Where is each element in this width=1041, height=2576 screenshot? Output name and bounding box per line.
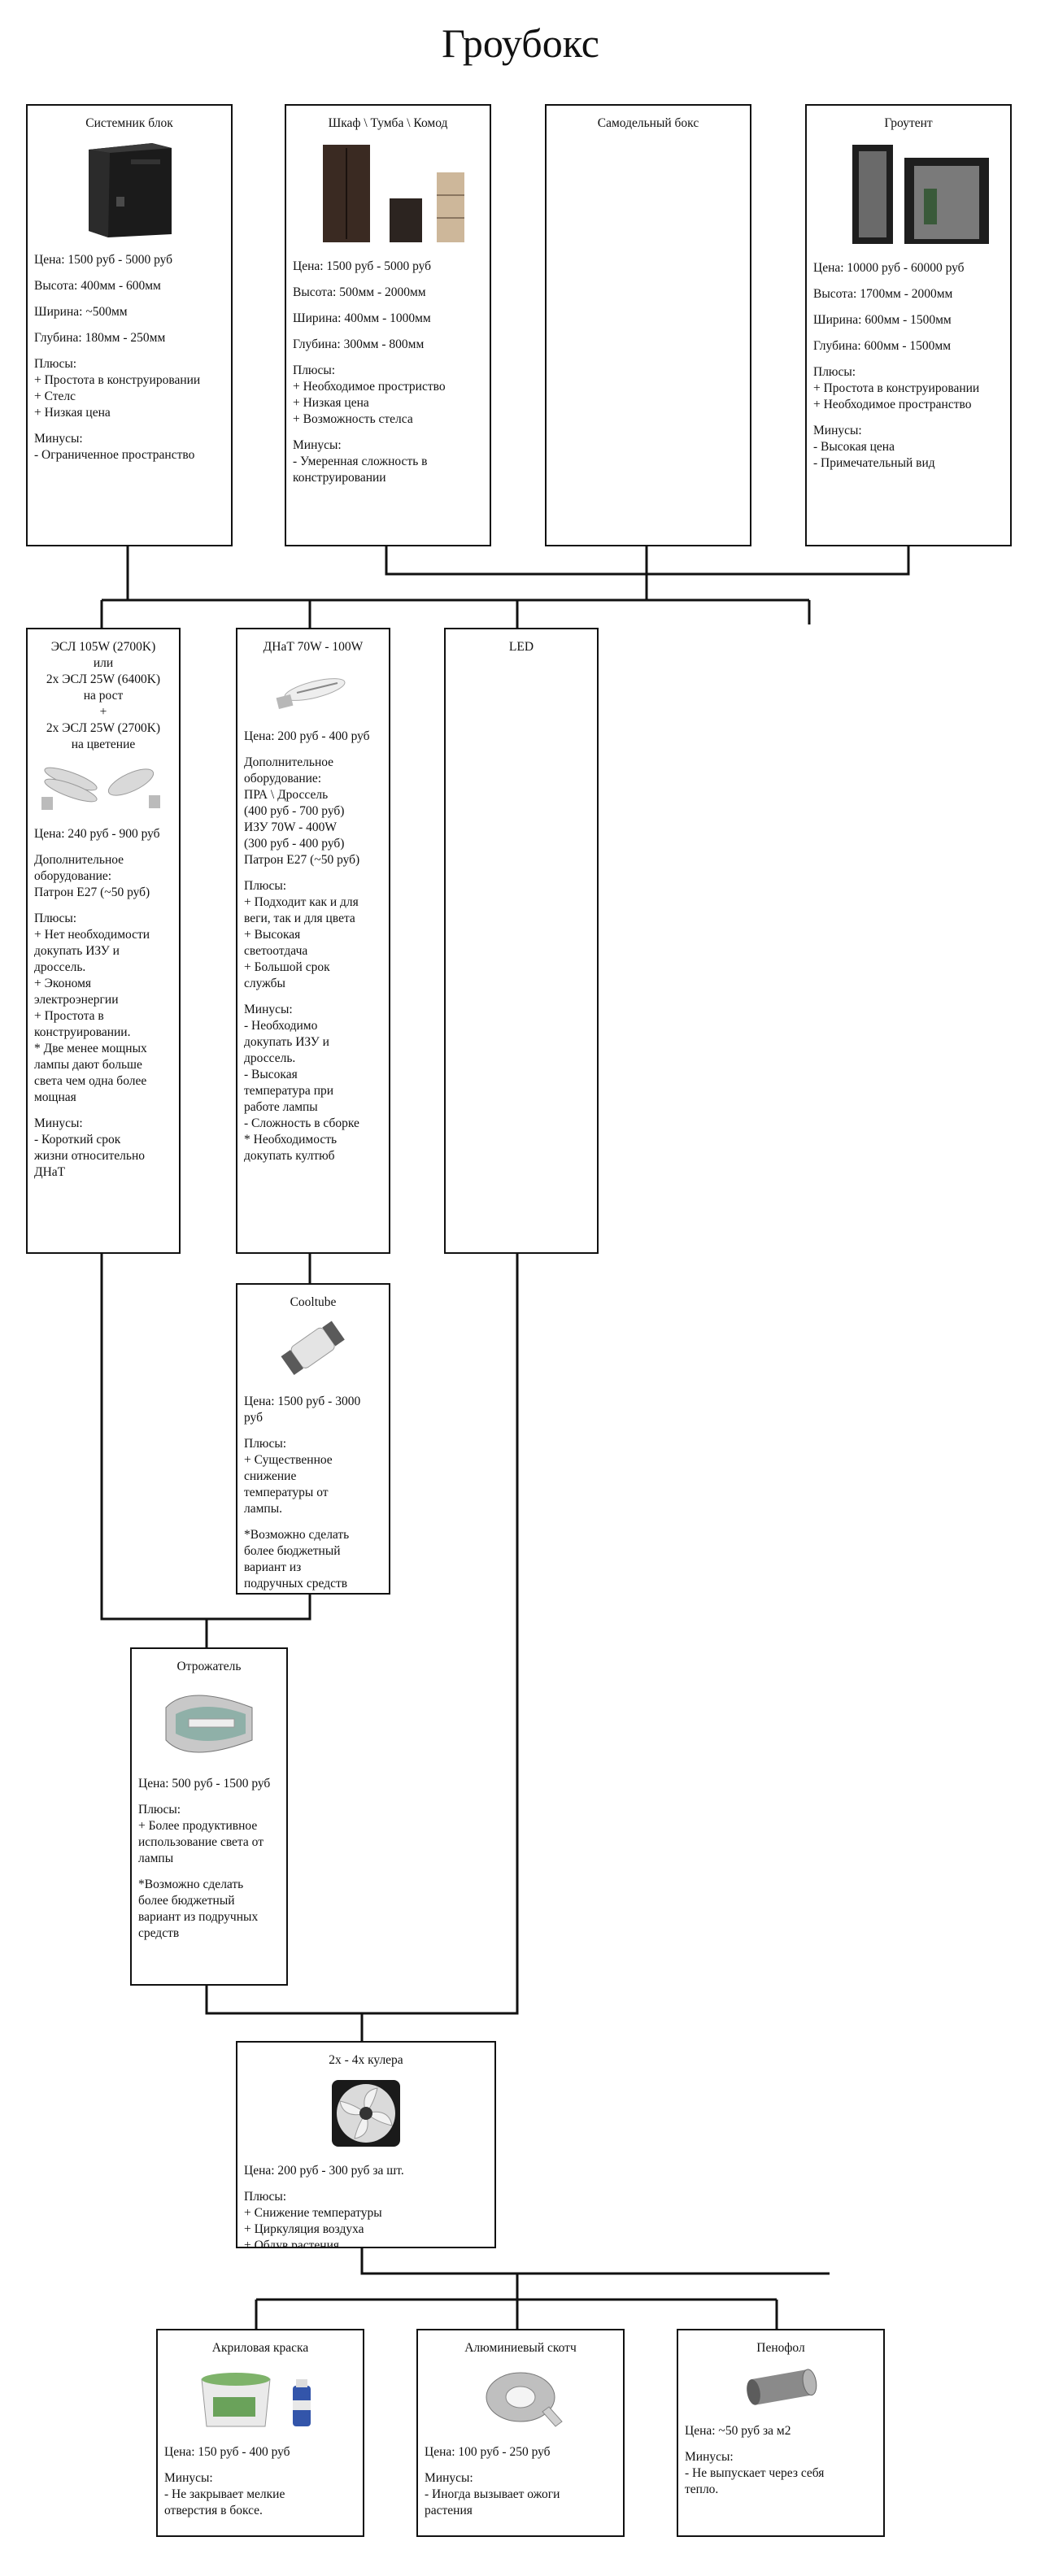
pros-text: Плюсы: + Более продуктивное использовани… — [138, 1803, 264, 1865]
cabinet-icon — [323, 145, 464, 242]
lamp-box-esl: ЭСЛ 105W (2700K) или 2x ЭСЛ 25W (6400K) … — [26, 628, 181, 1254]
pros-text: Плюсы: + Нет необходимости докупать ИЗУ … — [34, 912, 150, 1104]
cons-text: Минусы: - Необходимо докупать ИЗУ и дрос… — [244, 1003, 359, 1163]
box-title: Cooltube — [290, 1295, 337, 1309]
price-text: Цена: 500 руб - 1500 руб — [138, 1777, 271, 1791]
cons-text: Минусы: - Ограниченное пространство — [34, 432, 195, 462]
esl-lamp-icon — [41, 767, 160, 810]
pros-text: Плюсы: + Простота в конструировании + Ст… — [34, 357, 201, 420]
pros-text: Плюсы: + Существенное снижение температу… — [244, 1437, 333, 1516]
coating-box-aluminum-tape: Алюминиевый скотч Цена: 100 руб - 250 ру… — [416, 2329, 625, 2537]
price-text: Цена: ~50 руб за м2 — [685, 2424, 791, 2438]
box-title: Шкаф \ Тумба \ Комод — [328, 116, 448, 130]
cons-text: Минусы: - Умеренная сложность в конструи… — [293, 438, 428, 485]
grow-tent-icon — [852, 145, 989, 244]
width-text: Ширина: ~500мм — [34, 305, 128, 319]
width-text: Ширина: 600мм - 1500мм — [813, 313, 952, 327]
box-title: LED — [508, 640, 534, 654]
hps-lamp-icon — [276, 678, 346, 709]
height-text: Высота: 1700мм - 2000мм — [813, 287, 953, 301]
price-text: Цена: 200 руб - 300 руб за шт. — [244, 2164, 404, 2178]
aluminum-tape-icon — [486, 2372, 563, 2427]
pros-text: Плюсы: + Подходит как и для веги, так и … — [244, 879, 359, 990]
case-box-cabinet: Шкаф \ Тумба \ Комод Цена: 1500 руб - 50… — [285, 104, 491, 546]
price-text: Цена: 1500 руб - 5000 руб — [293, 259, 432, 273]
box-title: Акриловая краска — [211, 2341, 309, 2355]
height-text: Высота: 400мм - 600мм — [34, 279, 161, 293]
cons-text: Минусы: - Не закрывает мелкие отверстия … — [164, 2471, 285, 2517]
depth-text: Глубина: 300мм - 800мм — [293, 337, 425, 351]
depth-text: Глубина: 600мм - 1500мм — [813, 339, 952, 353]
box-title: 2x - 4x кулера — [329, 2053, 403, 2067]
cons-text: Минусы: - Высокая цена - Примечательный … — [813, 424, 935, 470]
case-box-diy: Самодельный бокс — [545, 104, 751, 546]
box-title: Алюминиевый скотч — [464, 2341, 577, 2355]
box-title: Системник блок — [85, 116, 173, 130]
case-box-pc: Системник блок Цена: 1500 руб - 5000 руб… — [26, 104, 233, 546]
note-text: *Возможно сделать более бюджетный вариан… — [244, 1528, 350, 1590]
fans-box: 2x - 4x кулера Цена: 200 руб - 300 руб з… — [236, 2041, 496, 2248]
extra-equipment-text: Дополнительное оборудование: Патрон E27 … — [34, 853, 150, 899]
fan-icon — [332, 2080, 400, 2147]
cons-text: Минусы: - Иногда вызывает ожоги растения — [425, 2471, 560, 2517]
cooltube-icon — [281, 1321, 345, 1376]
penofol-roll-icon — [747, 2369, 817, 2405]
box-title: Отрожатель — [176, 1660, 242, 1673]
depth-text: Глубина: 180мм - 250мм — [34, 331, 166, 345]
coating-box-penofol: Пенофол Цена: ~50 руб за м2 Минусы: - Не… — [677, 2329, 885, 2537]
price-text: Цена: 150 руб - 400 руб — [164, 2445, 290, 2459]
cooltube-box: Cooltube Цена: 1500 руб - 3000 руб Плюсы… — [236, 1283, 390, 1595]
box-title: Пенофол — [756, 2341, 805, 2355]
cons-text: Минусы: - Короткий срок жизни относитель… — [34, 1116, 146, 1179]
price-text: Цена: 10000 руб - 60000 руб — [813, 261, 965, 275]
paint-bucket-icon — [201, 2373, 311, 2427]
price-text: Цена: 200 руб - 400 руб — [244, 729, 370, 743]
pros-text: Плюсы: + Снижение температуры + Циркуляц… — [244, 2190, 382, 2248]
box-title: Самодельный бокс — [597, 116, 699, 130]
page-title: Гроубокс — [442, 20, 599, 66]
reflector-box: Отрожатель Цена: 500 руб - 1500 руб Плюс… — [130, 1647, 288, 1986]
case-box-grow-tent: Гроутент Цена: 10000 руб - 60000 руб Выс… — [805, 104, 1012, 546]
lamp-box-led: LED — [444, 628, 599, 1254]
box-title: ДНаТ 70W - 100W — [263, 640, 364, 654]
height-text: Высота: 500мм - 2000мм — [293, 285, 426, 299]
pros-text: Плюсы: + Необходимое простриство + Низка… — [293, 363, 446, 426]
note-text: *Возможно сделать более бюджетный вариан… — [138, 1878, 259, 1940]
width-text: Ширина: 400мм - 1000мм — [293, 311, 431, 325]
coating-box-acrylic-paint: Акриловая краска Цена: 150 руб - 400 руб… — [156, 2329, 364, 2537]
price-text: Цена: 1500 руб - 3000 руб — [244, 1395, 361, 1425]
extra-equipment-text: Дополнительное оборудование: ПРА \ Дросс… — [244, 755, 360, 867]
lamp-box-hps: ДНаТ 70W - 100W Цена: 200 руб - 400 руб … — [236, 628, 390, 1254]
box-title: ЭСЛ 105W (2700K) или 2x ЭСЛ 25W (6400K) … — [46, 640, 161, 751]
pc-case-icon — [89, 143, 172, 237]
box-title: Гроутент — [884, 116, 933, 130]
price-text: Цена: 1500 руб - 5000 руб — [34, 253, 173, 267]
reflector-icon — [165, 1695, 253, 1753]
cons-text: Минусы: - Не выпускает через себя тепло. — [685, 2450, 825, 2496]
price-text: Цена: 100 руб - 250 руб — [425, 2445, 551, 2459]
price-text: Цена: 240 руб - 900 руб — [34, 827, 160, 841]
pros-text: Плюсы: + Простота в конструировании + Не… — [813, 365, 980, 411]
